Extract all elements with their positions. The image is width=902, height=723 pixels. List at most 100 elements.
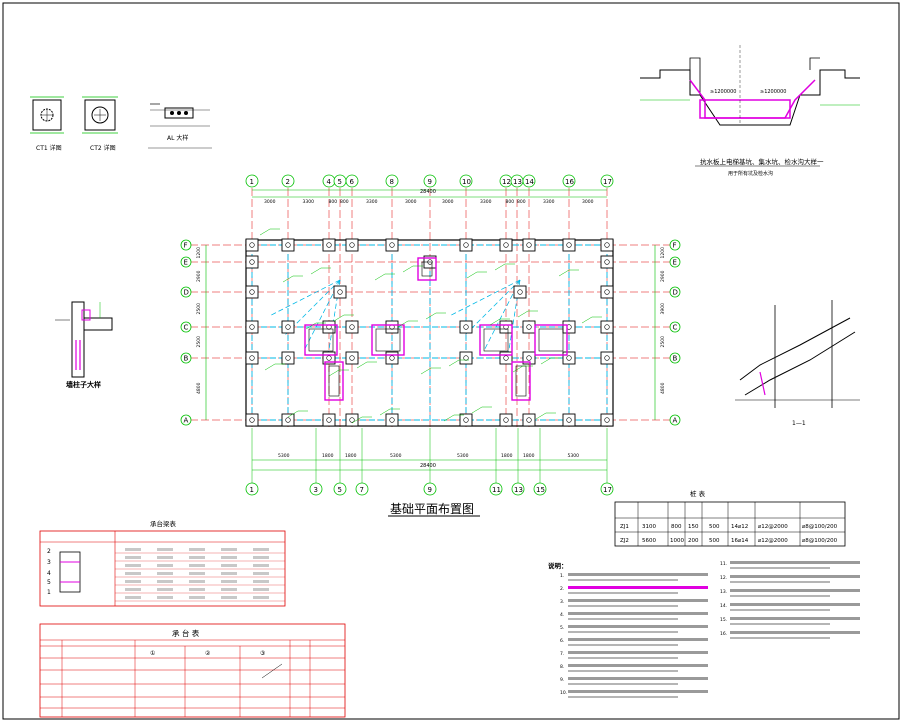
note-line [730, 567, 830, 569]
beam-cell [221, 548, 237, 551]
svg-text:ZJ1: ZJ1 [620, 524, 629, 530]
pile-cap [459, 238, 473, 252]
top-axis-bubble [423, 174, 437, 188]
pile-cap [522, 351, 536, 365]
svg-text:14⌀12: 14⌀12 [731, 524, 748, 530]
beam-cell [189, 588, 205, 591]
beam-cell [189, 564, 205, 567]
beam-cell [157, 548, 173, 551]
note-line [568, 592, 678, 594]
radial-beam [483, 279, 521, 352]
bottom-dim: 5300 [390, 453, 402, 459]
svg-text:1: 1 [47, 589, 51, 596]
pit [417, 257, 437, 281]
row-bubble-F [180, 239, 192, 251]
leader [379, 408, 391, 416]
pile-cap [385, 351, 399, 365]
pile-cap [600, 413, 614, 427]
leader [494, 263, 506, 271]
top-axis-label: 12 [502, 178, 511, 186]
top-axis-bubble [522, 174, 536, 188]
pile-cap [245, 285, 259, 299]
pit-detail-title: 抗水板上电梯基坑、集水坑、检水沟大样一 [700, 157, 824, 166]
svg-text:16⌀14: 16⌀14 [731, 538, 749, 544]
row-label-A: A [673, 417, 678, 425]
pile-cap [345, 351, 359, 365]
note-line [568, 586, 708, 589]
pile-cap [562, 351, 576, 365]
pit-inner [375, 328, 401, 352]
note-line [568, 664, 708, 667]
leader [443, 414, 455, 422]
row-label-D: D [673, 289, 678, 297]
top-dim: 3300 [366, 199, 378, 205]
pile [566, 417, 572, 423]
top-total-dim: 28400 [420, 189, 436, 195]
top-dim: 3000 [264, 199, 276, 205]
radial-beam [303, 279, 341, 352]
leader [535, 412, 547, 420]
row-bubble-F [669, 239, 681, 251]
svg-text:⌀8@100/200: ⌀8@100/200 [802, 524, 838, 530]
pile [249, 355, 255, 361]
beam-cell [125, 580, 141, 583]
note-line [568, 683, 678, 685]
pile-cap [600, 285, 614, 299]
note-line [568, 690, 708, 693]
bottom-axis-label: 15 [536, 486, 545, 494]
beam-cell [125, 596, 141, 599]
left-dim: 2500 [196, 336, 202, 348]
pile [463, 417, 469, 423]
beam-cell [189, 548, 205, 551]
pile-cap [245, 320, 259, 334]
pile-cap [513, 285, 527, 299]
pit [534, 324, 568, 356]
note-line [568, 612, 708, 615]
top-axis-bubble [600, 174, 614, 188]
ct2-detail: CT2 详图 [82, 96, 118, 152]
top-axis-label: 10 [462, 178, 471, 186]
pile [503, 417, 509, 423]
beam-cell [189, 572, 205, 575]
pile [349, 355, 355, 361]
pile-cap [322, 413, 336, 427]
svg-text:500: 500 [709, 538, 720, 544]
bottom-dim: 1800 [322, 453, 334, 459]
svg-text:3: 3 [47, 559, 51, 566]
pile-cap [499, 320, 513, 334]
beam-cell [157, 556, 173, 559]
leader [328, 369, 340, 377]
row-bubble-A [669, 414, 681, 426]
row-bubble-E [669, 256, 681, 268]
pile-cap [281, 413, 295, 427]
beam-cell [125, 572, 141, 575]
pile-cap [245, 351, 259, 365]
pile [604, 324, 610, 330]
pile [389, 417, 395, 423]
svg-text:5: 5 [47, 579, 51, 586]
note-line [568, 651, 708, 654]
pile-cap [499, 351, 513, 365]
right-dim: 2500 [660, 336, 666, 348]
bottom-axis-label: 5 [338, 486, 342, 494]
row-label-D: D [184, 289, 189, 297]
pile [526, 324, 532, 330]
note-line [730, 603, 860, 606]
pile [463, 355, 469, 361]
note-line [568, 579, 678, 581]
svg-text:③: ③ [260, 650, 265, 657]
note-number: 3. [560, 599, 564, 605]
al-detail: AL 大样 [148, 103, 212, 149]
top-axis-label: 4 [327, 178, 332, 186]
pile-cap [459, 413, 473, 427]
pit-dim-2: ≥1200000 [760, 89, 786, 95]
beam-cell [253, 564, 269, 567]
pile-cap [600, 238, 614, 252]
row-bubble-D [669, 286, 681, 298]
bottom-axis-label: 13 [514, 486, 523, 494]
pile [349, 242, 355, 248]
pile-table-title: 桩 表 [690, 489, 706, 498]
pit-inner [515, 365, 527, 397]
pile [249, 417, 255, 423]
